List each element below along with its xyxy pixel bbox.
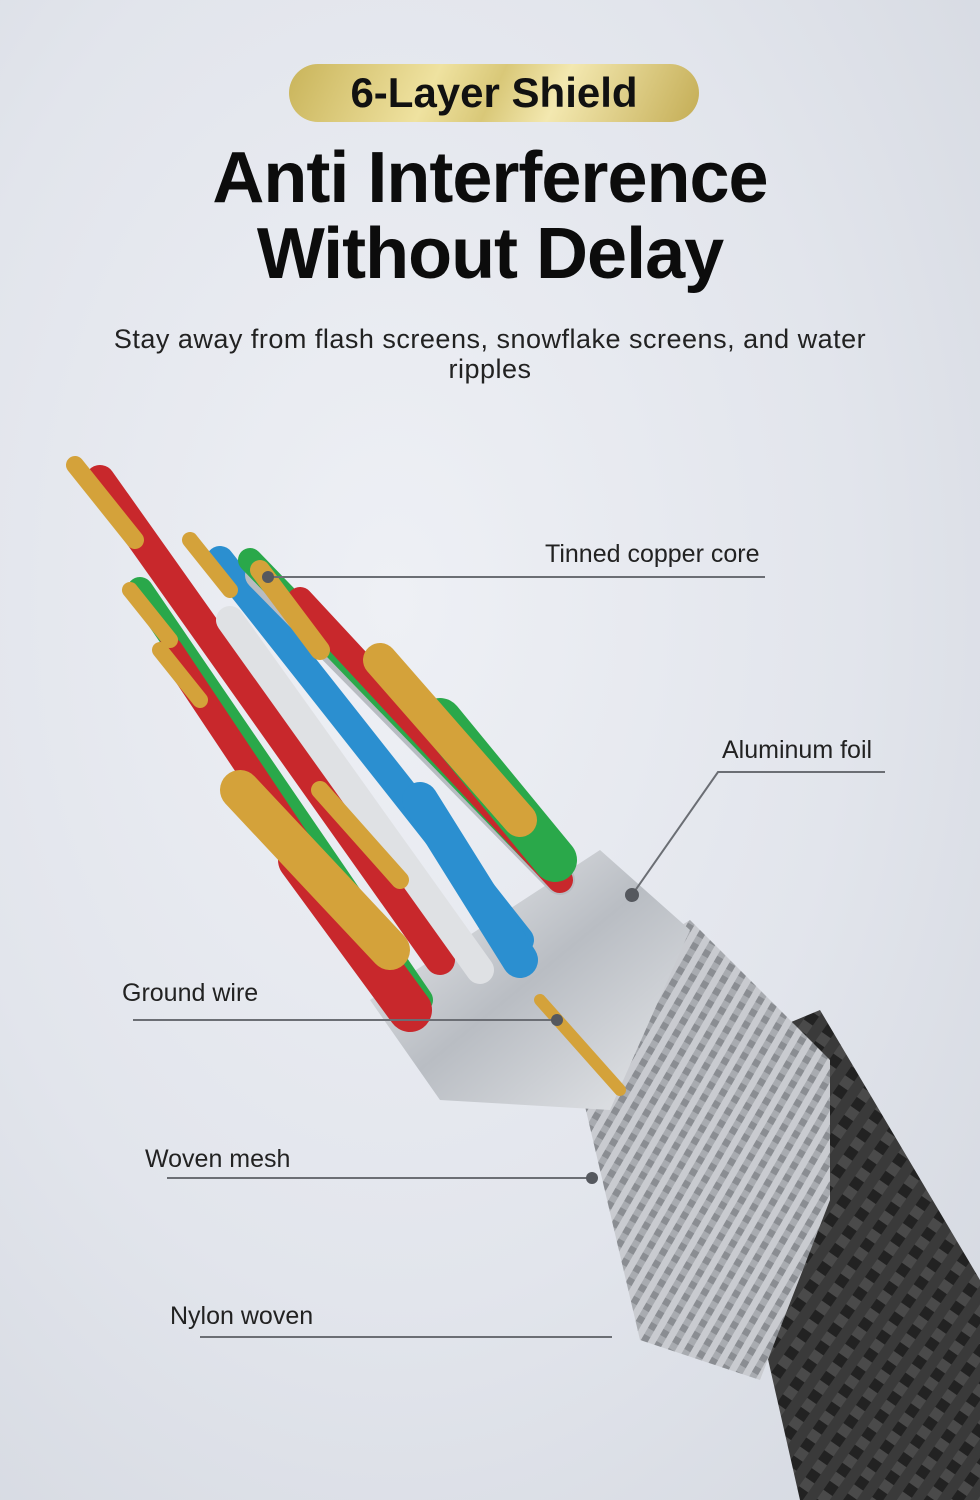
copper-strands: [66, 456, 626, 1096]
label-tinned-copper-core: Tinned copper core: [545, 540, 760, 568]
label-nylon-woven: Nylon woven: [170, 1302, 314, 1330]
inner-wires: [85, 465, 577, 1032]
title-line-1: Anti Interference: [212, 138, 768, 218]
label-aluminum-foil: Aluminum foil: [722, 736, 873, 764]
label-woven-mesh: Woven mesh: [145, 1145, 291, 1173]
subtitle: Stay away from flash screens, snowflake …: [113, 324, 867, 384]
leader-lines: [133, 576, 885, 1338]
aluminum-foil-layer: [370, 850, 690, 1110]
page-title: Anti Interference Without Delay: [0, 140, 980, 292]
leader-dots: [262, 571, 639, 1184]
label-ground-wire: Ground wire: [122, 979, 259, 1007]
layer-shield-badge: 6-Layer Shield: [289, 64, 699, 122]
title-line-2: Without Delay: [256, 214, 724, 294]
